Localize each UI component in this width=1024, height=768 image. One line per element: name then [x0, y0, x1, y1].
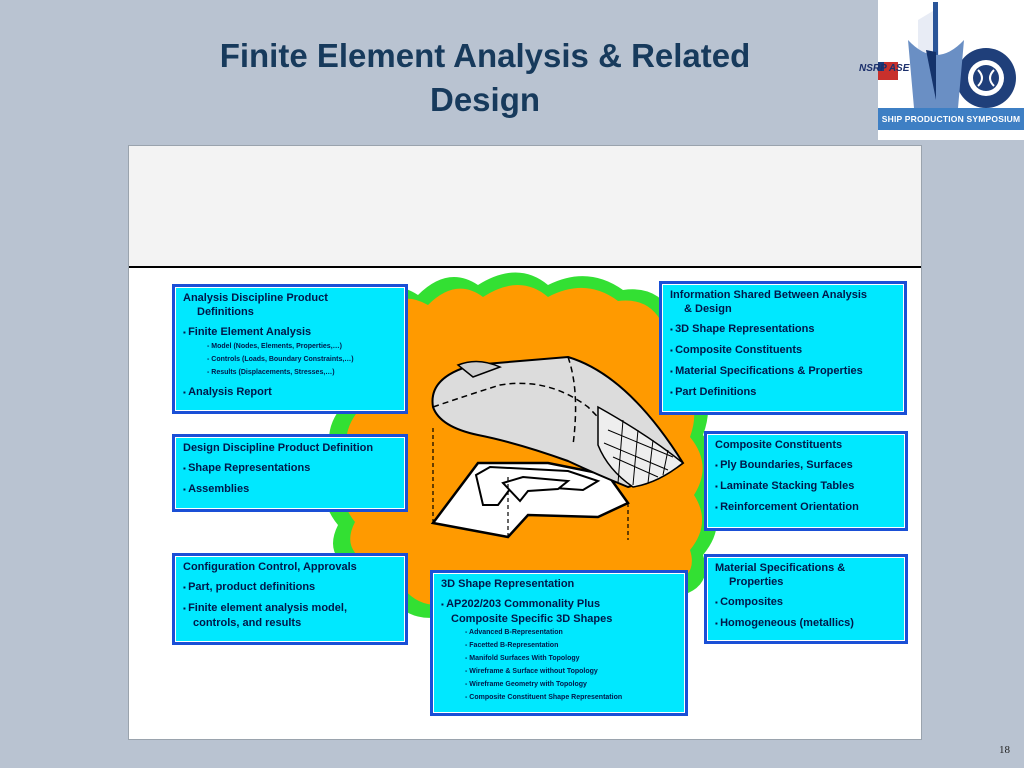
slide-title: Finite Element Analysis & Related Design [140, 34, 830, 122]
shape3d-item-line2: Composite Specific 3D Shapes [451, 613, 613, 625]
shape3d-sub-wireframe-surface: Wireframe & Surface without Topology [441, 665, 677, 678]
shape3d-item-line1: AP202/203 Commonality Plus [441, 597, 677, 612]
material-box-header-line1: Material Specifications & [715, 562, 846, 574]
info-box-header-line1: Information Shared Between Analysis [670, 289, 868, 301]
composite-item-laminate: Laminate Stacking Tables [715, 479, 897, 494]
shape3d-sub-wireframe-geometry: Wireframe Geometry with Topology [441, 678, 677, 691]
analysis-item-fea: Finite Element Analysis [183, 325, 397, 340]
information-shared-box: Information Shared Between Analysis & De… [659, 281, 907, 415]
info-item-composite: Composite Constituents [670, 343, 896, 358]
shape3d-sub-composite-constituent: Composite Constituent Shape Representati… [441, 691, 677, 704]
material-item-homogeneous: Homogeneous (metallics) [715, 616, 897, 631]
shape3d-sub-advanced: Advanced B-Representation [441, 626, 677, 639]
config-item-part: Part, product definitions [183, 580, 397, 595]
design-item-assemblies: Assemblies [183, 482, 397, 497]
design-discipline-box: Design Discipline Product Definition Sha… [172, 434, 408, 512]
analysis-sub-model: Model (Nodes, Elements, Properties,…) [183, 340, 397, 353]
nsrp-ase-text: NSRP ASE [859, 63, 910, 74]
analysis-box-header-line2: Definitions [197, 306, 254, 318]
composite-item-reinforcement: Reinforcement Orientation [715, 500, 897, 515]
shape3d-box-header: 3D Shape Representation [441, 578, 575, 590]
composite-constituents-box: Composite Constituents Ply Boundaries, S… [704, 431, 908, 531]
configuration-control-box: Configuration Control, Approvals Part, p… [172, 553, 408, 645]
config-item-fea-line1: Finite element analysis model, [183, 601, 397, 616]
composite-box-header: Composite Constituents [715, 439, 843, 451]
ply-stack-drawing [430, 427, 630, 540]
material-box-header-line2: Properties [729, 576, 784, 588]
composite-item-ply: Ply Boundaries, Surfaces [715, 458, 897, 473]
slide-title-line1: Finite Element Analysis & Related [219, 37, 751, 74]
analysis-box-header-line1: Analysis Discipline Product [183, 292, 328, 304]
material-specifications-box: Material Specifications & Properties Com… [704, 554, 908, 644]
info-item-3d-shape: 3D Shape Representations [670, 322, 896, 337]
shape3d-sub-manifold: Manifold Surfaces With Topology [441, 652, 677, 665]
info-item-material: Material Specifications & Properties [670, 364, 896, 379]
analysis-sub-results: Results (Displacements, Stresses,…) [183, 366, 397, 379]
analysis-sub-controls: Controls (Loads, Boundary Constraints,…) [183, 353, 397, 366]
slide-title-line2: Design [429, 81, 541, 118]
wing-surface-drawing [431, 355, 685, 489]
analysis-item-report: Analysis Report [183, 385, 397, 400]
central-burst-shape [325, 272, 717, 630]
shape3d-sub-facetted: Facetted B-Representation [441, 639, 677, 652]
config-box-header: Configuration Control, Approvals [183, 561, 357, 573]
page-number: 18 [999, 744, 1010, 756]
info-box-header-line2: & Design [684, 303, 732, 315]
panel-header-band [129, 146, 921, 268]
3d-shape-representation-box: 3D Shape Representation AP202/203 Common… [430, 570, 688, 716]
symposium-text: SHIP PRODUCTION SYMPOSIUM [881, 114, 1021, 124]
analysis-discipline-box: Analysis Discipline Product Definitions … [172, 284, 408, 414]
ship-production-symposium-logo: SHIP PRODUCTION SYMPOSIUM [872, 0, 1024, 140]
design-box-header: Design Discipline Product Definition [183, 442, 374, 454]
info-item-part-definitions: Part Definitions [670, 385, 896, 400]
design-item-shape: Shape Representations [183, 461, 397, 476]
config-item-fea-line2: controls, and results [193, 617, 302, 629]
material-item-composites: Composites [715, 595, 897, 610]
